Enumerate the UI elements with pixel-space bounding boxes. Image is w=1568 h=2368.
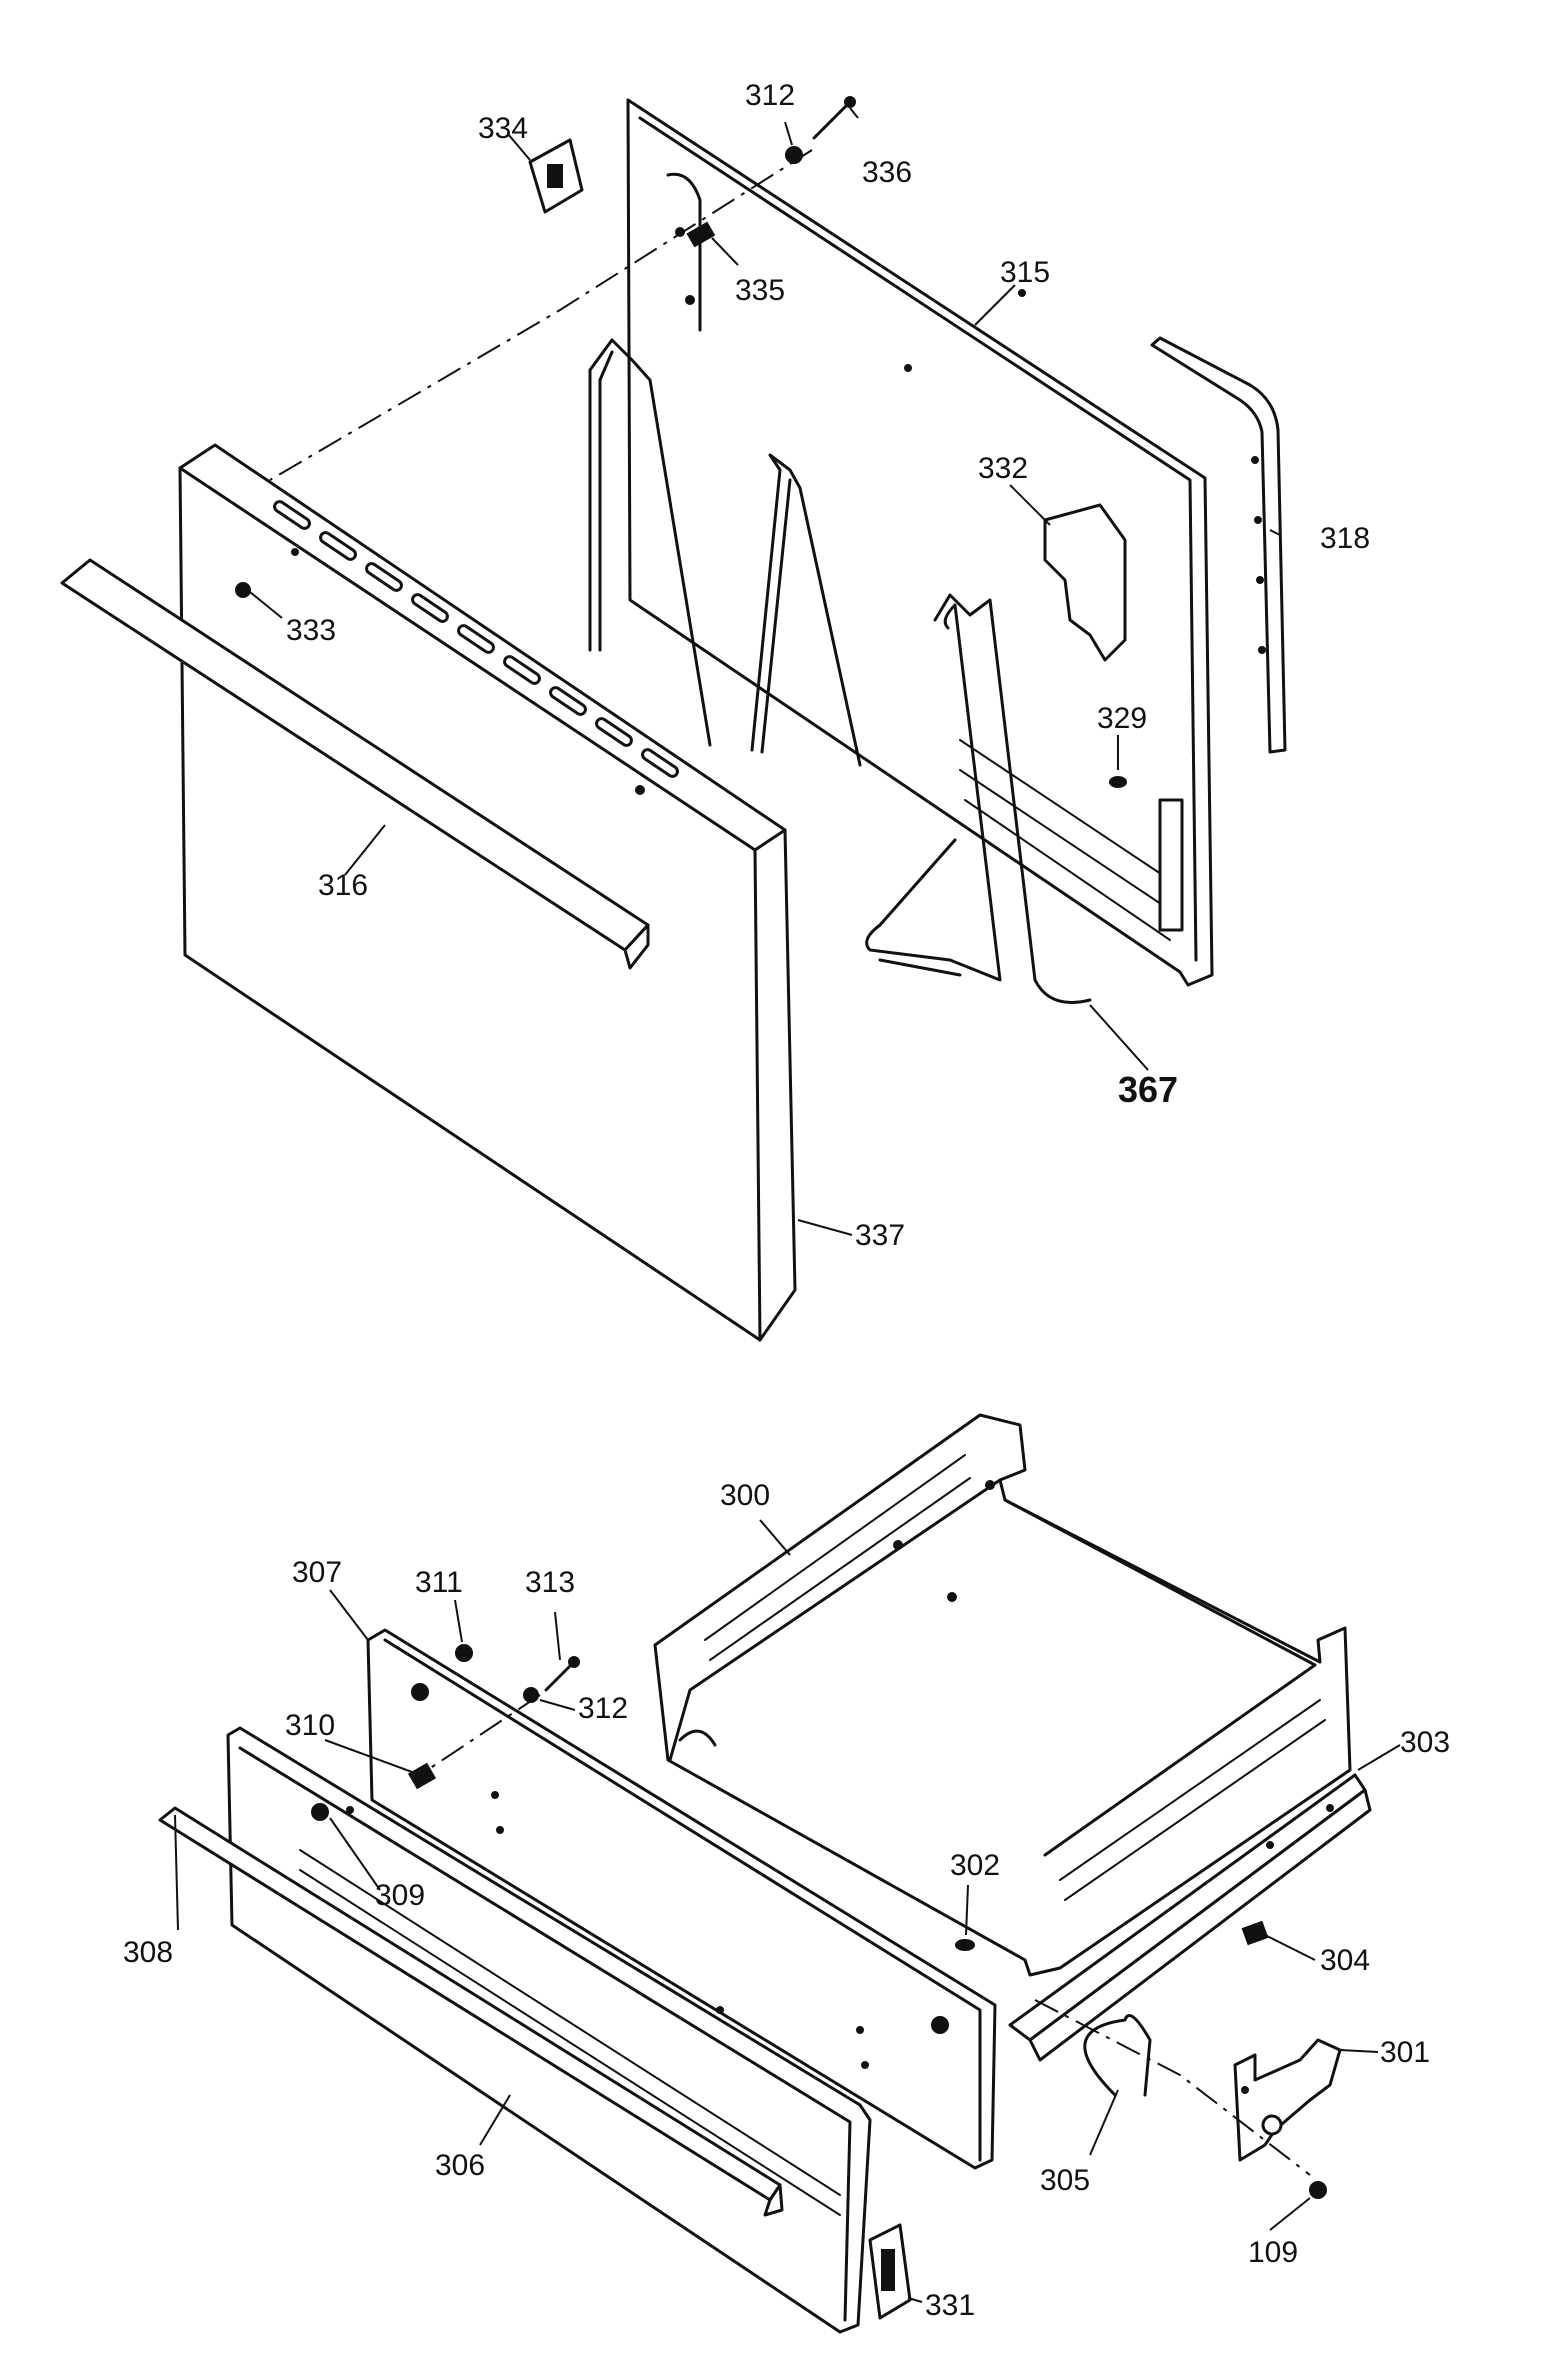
screw-333 <box>235 582 251 598</box>
drawer-handle-308 <box>158 1806 784 2217</box>
nut-109 <box>1309 2181 1327 2199</box>
label-333: 333 <box>286 614 336 647</box>
part-labels: 312 336 334 335 315 318 332 333 329 316 … <box>123 79 1450 2322</box>
label-302: 302 <box>950 1849 1000 1882</box>
bracket-334 <box>528 138 584 214</box>
drawer-rail-303 <box>1008 1773 1372 2062</box>
label-306: 306 <box>435 2149 485 2182</box>
label-304: 304 <box>1320 1944 1370 1977</box>
leader-lines <box>174 107 1401 2303</box>
clip-305 <box>1083 2014 1152 2097</box>
roller-304 <box>1241 1920 1269 1946</box>
label-335: 335 <box>735 274 785 307</box>
label-312-bottom: 312 <box>578 1692 628 1725</box>
bracket-301 <box>1233 2038 1342 2162</box>
label-316: 316 <box>318 869 368 902</box>
screw-329 <box>1109 776 1127 788</box>
insulation-332 <box>1043 503 1127 662</box>
stop-331 <box>868 2223 912 2320</box>
drawer-inner-panel-307 <box>366 1628 997 2170</box>
door-vent-slots <box>273 500 679 778</box>
label-315: 315 <box>1000 256 1050 289</box>
label-331: 331 <box>925 2289 975 2322</box>
label-309: 309 <box>375 1879 425 1912</box>
label-109: 109 <box>1248 2236 1298 2269</box>
nut-311 <box>455 1644 473 1662</box>
label-367: 367 <box>1118 1069 1178 1110</box>
screw-313 <box>544 1662 574 1692</box>
door-handle-316 <box>60 558 650 970</box>
label-318: 318 <box>1320 522 1370 555</box>
label-300: 300 <box>720 1479 770 1512</box>
label-301: 301 <box>1380 2036 1430 2069</box>
label-312-top: 312 <box>745 79 795 112</box>
outer-door-panel-337 <box>178 443 797 1342</box>
label-329: 329 <box>1097 702 1147 735</box>
label-337: 337 <box>855 1219 905 1252</box>
stud-302 <box>955 1939 975 1951</box>
spacer-310 <box>407 1762 437 1790</box>
hinge-arms-367 <box>588 338 1092 1004</box>
label-332: 332 <box>978 452 1028 485</box>
label-313: 313 <box>525 1566 575 1599</box>
gasket-strip-318 <box>1150 336 1287 754</box>
label-334: 334 <box>478 112 528 145</box>
oven-door-assembly <box>60 96 1287 1342</box>
label-336: 336 <box>862 156 912 189</box>
door-liner-315 <box>626 98 1214 987</box>
label-307: 307 <box>292 1556 342 1589</box>
label-305: 305 <box>1040 2164 1090 2197</box>
drawer-front-306 <box>226 1726 872 2334</box>
drawer-body-300 <box>653 1413 1352 1977</box>
label-311: 311 <box>415 1566 463 1599</box>
spacer-335 <box>686 221 716 248</box>
storage-drawer-assembly <box>158 1413 1372 2334</box>
label-303: 303 <box>1400 1726 1450 1759</box>
label-308: 308 <box>123 1936 173 1969</box>
label-310: 310 <box>285 1709 335 1742</box>
screw-336 <box>812 102 850 140</box>
